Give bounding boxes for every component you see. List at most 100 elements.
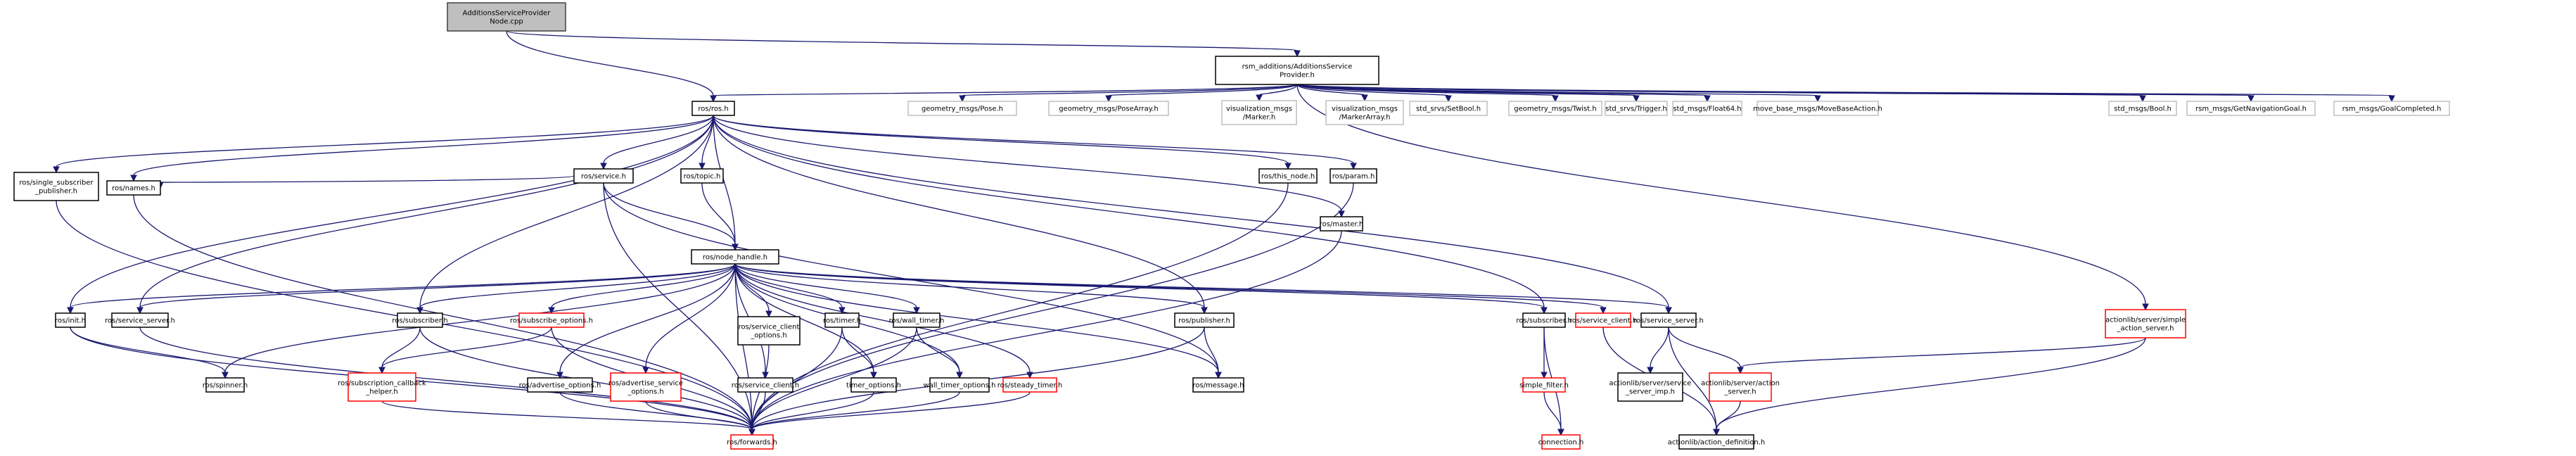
node-box [106,180,161,196]
node-connection[interactable]: connection.h [1538,434,1584,450]
node-box [1575,312,1631,328]
node-spinner[interactable]: ros/spinner.h [203,377,248,393]
node-box [2105,309,2186,338]
arrowhead-nodehandle-to-walltimer [913,307,920,315]
node-label: ros/master.h [1320,221,1363,229]
node-label: ros/ros.h [698,106,728,113]
node-subcbhelper[interactable]: ros/subscription_callback_helper.h [338,372,426,402]
arrowhead-actionserver-to-actiondef [1713,429,1720,436]
node-actionserver[interactable]: actionlib/server/action_server.h [1701,372,1780,402]
node-walltimeropts[interactable]: wall_timer_options.h [924,377,996,393]
edge-provider-to-goalcompleted [1296,84,2392,96]
node-box [680,168,724,184]
node-serviceserver2[interactable]: ros/service_server.h [1633,312,1704,328]
arrowhead-serviceserver2-to-svcserverimp [1647,367,1654,374]
node-simplefilter[interactable]: simple_filter.h [1519,377,1569,393]
arrowhead-nodehandle-to-init [67,307,74,315]
edge-root-to-provider [506,30,1298,51]
node-label: actionlib/server/simple [2105,317,2186,324]
node-box [691,101,735,116]
node-provider[interactable]: rsm_additions/AdditionsServiceProvider.h [1215,56,1379,85]
node-serviceserver1[interactable]: ros/service_server.h [105,312,175,328]
node-label: ros/spinner.h [203,382,248,390]
node-box [2186,101,2316,116]
node-singlesub[interactable]: ros/single_subscriber_publisher.h [13,172,99,201]
edge-ros-to-subscriber2 [713,115,1545,308]
arrowhead-provider-to-bool [2139,95,2146,103]
node-box [730,434,774,450]
edge-nodehandle-to-spinner [224,263,736,373]
arrowhead-provider-to-marker [1256,94,1263,102]
node-publisher[interactable]: ros/publisher.h [1174,312,1235,328]
arrowhead-root-to-provider [1294,50,1301,58]
node-subscriber1[interactable]: ros/subscriber.h [392,312,448,328]
node-pose: geometry_msgs/Pose.h [907,101,1017,116]
node-svcserverimp[interactable]: actionlib/server/service_server_imp.h [1609,372,1692,402]
node-label: _publisher.h [34,188,77,196]
node-timeropts[interactable]: timer_options.h [846,377,901,393]
node-label: _options.h [627,388,663,396]
node-box [447,2,566,32]
node-steadytimer[interactable]: ros/steady_timer.h [997,377,1063,393]
edge-topic-to-nodehandle [701,182,736,245]
node-label: _helper.h [365,388,397,396]
node-box [1409,101,1488,116]
node-names[interactable]: ros/names.h [106,180,161,196]
node-advopts[interactable]: ros/advertise_options.h [519,377,601,393]
arrowhead-nodehandle-to-serviceclient2 [1600,307,1607,315]
node-actiondef[interactable]: actionlib/action_definition.h [1668,434,1765,450]
node-label: ros/names.h [112,185,155,193]
node-label: ros/topic.h [684,173,721,181]
node-forwards[interactable]: ros/forwards.h [727,434,777,450]
node-timer[interactable]: ros/timer.h [823,312,861,328]
edge-ros-to-publisher [713,115,1205,308]
node-walltimer[interactable]: ros/wall_timer.h [889,312,945,328]
node-label: actionlib/server/action [1701,380,1780,388]
node-param[interactable]: ros/param.h [1330,168,1377,184]
node-label: ros/service_client.h [732,382,799,390]
node-label: visualization_msgs [1332,106,1398,113]
arrowhead-provider-to-posearray [1105,95,1112,103]
node-serviceclient1[interactable]: ros/service_client.h [732,377,799,393]
arrowhead-provider-to-float64 [1704,95,1711,103]
node-label: ros/single_subscriber [19,179,94,187]
edge-nodehandle-to-subscriber1 [419,263,736,308]
node-ros[interactable]: ros/ros.h [691,101,735,116]
edge-provider-to-marker [1258,84,1298,96]
arrowhead-nodehandle-to-subopts [548,307,555,315]
edge-ros-to-nodehandle [713,115,736,245]
arrowhead-nodehandle-to-timer [839,307,846,315]
node-topic[interactable]: ros/topic.h [680,168,724,184]
node-service[interactable]: ros/service.h [573,168,634,184]
arrowhead-ros-to-topic [699,163,706,170]
arrowhead-nodehandle-to-subscriber2 [1541,307,1548,315]
node-label: ros/subscription_callback [338,380,426,388]
edge-nodehandle-to-timer [734,263,843,308]
node-box [1522,377,1566,393]
node-box [1215,56,1379,85]
node-movebase: move_base_msgs/MoveBaseAction.h [1753,101,1882,116]
node-box [1605,101,1668,116]
node-master[interactable]: ros/master.h [1320,216,1363,232]
node-init[interactable]: ros/init.h [55,312,86,328]
node-box [1756,101,1879,116]
node-thisnode[interactable]: ros/this_node.h [1258,168,1318,184]
node-advsvcopts[interactable]: ros/advertise_service_options.h [608,372,683,402]
edge-service-to-names [160,175,575,183]
node-label: _server_imp.h [1625,388,1675,396]
node-label: connection.h [1538,439,1584,447]
node-subopts[interactable]: ros/subscribe_options.h [510,312,593,328]
edge-provider-to-setbool [1296,84,1449,96]
node-nodehandle[interactable]: ros/node_handle.h [691,249,779,265]
node-label: /Marker.h [1243,114,1276,122]
node-serviceclient2[interactable]: ros/service_client.h [1569,312,1637,328]
node-simpleactionserver[interactable]: actionlib/server/simple_action_server.h [2105,309,2186,338]
edge-ros-to-serviceserver2 [713,115,1669,308]
node-markerarray: visualization_msgs/MarkerArray.h [1325,100,1404,125]
node-subscriber2[interactable]: ros/subscriber.h [1516,312,1572,328]
node-svcclientopts[interactable]: ros/service_client_options.h [737,316,801,346]
arrowhead-ros-to-service [600,163,607,170]
node-message[interactable]: ros/message.h [1192,377,1244,393]
edge-nodehandle-to-serviceserver1 [139,263,736,308]
